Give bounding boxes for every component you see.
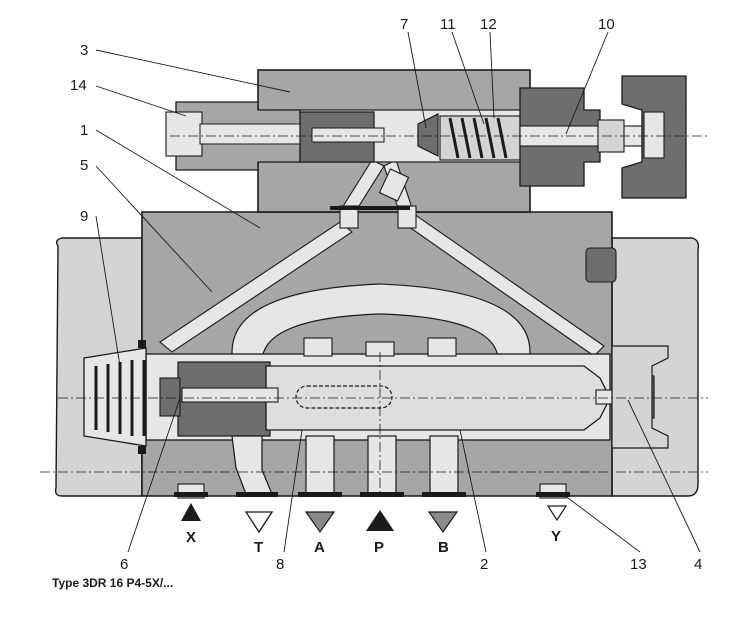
spring-retainer	[159, 377, 181, 417]
port-x-arrow	[181, 503, 201, 521]
handwheel-hub	[643, 111, 665, 159]
port-b-arrow	[427, 511, 459, 534]
callout-12: 12	[480, 16, 497, 33]
seat-passage	[311, 127, 385, 143]
callout-3: 3	[80, 42, 88, 59]
plug-shaft	[199, 123, 301, 145]
callout-8: 8	[276, 556, 284, 573]
port-y-arrow	[546, 505, 568, 522]
pilot-spring	[448, 117, 508, 159]
housing-screw	[585, 247, 617, 283]
port-seals	[138, 206, 570, 497]
leader-lines	[95, 31, 701, 553]
callout-14: 14	[70, 77, 87, 94]
port-x-label: X	[186, 529, 196, 546]
spool-rod-left	[181, 387, 279, 403]
center-lines	[40, 135, 708, 492]
callout-1: 1	[80, 122, 88, 139]
pilot-poppet	[417, 113, 439, 157]
callout-13: 13	[630, 556, 647, 573]
bore-a	[305, 435, 335, 497]
bore-b	[429, 435, 459, 497]
spool-slot	[295, 385, 393, 409]
port-b-label: B	[438, 539, 449, 556]
port-t-arrow	[244, 511, 274, 534]
right-end-cap	[611, 345, 669, 449]
port-a-label: A	[314, 539, 325, 556]
callout-10: 10	[598, 16, 615, 33]
port-y-label: Y	[551, 528, 561, 545]
callout-9: 9	[80, 208, 88, 225]
port-p-label: P	[374, 539, 384, 556]
port-t-label: T	[254, 539, 263, 556]
callout-6: 6	[120, 556, 128, 573]
pilot-insert	[378, 168, 410, 202]
chamber-b-top	[427, 337, 457, 357]
port-p-arrow	[366, 510, 394, 531]
callout-11: 11	[440, 16, 456, 33]
callout-2: 2	[480, 556, 488, 573]
port-a-arrow	[304, 511, 336, 534]
left-diagonal-channel	[159, 221, 353, 353]
bore-p	[367, 435, 397, 497]
callout-7: 7	[400, 16, 408, 33]
plug-hex	[165, 111, 203, 157]
callout-4: 4	[694, 556, 702, 573]
figure-caption: Type 3DR 16 P4-5X/...	[52, 576, 174, 590]
callout-5: 5	[80, 157, 88, 174]
chamber-a-top	[303, 337, 333, 357]
spring-cap	[83, 347, 147, 447]
